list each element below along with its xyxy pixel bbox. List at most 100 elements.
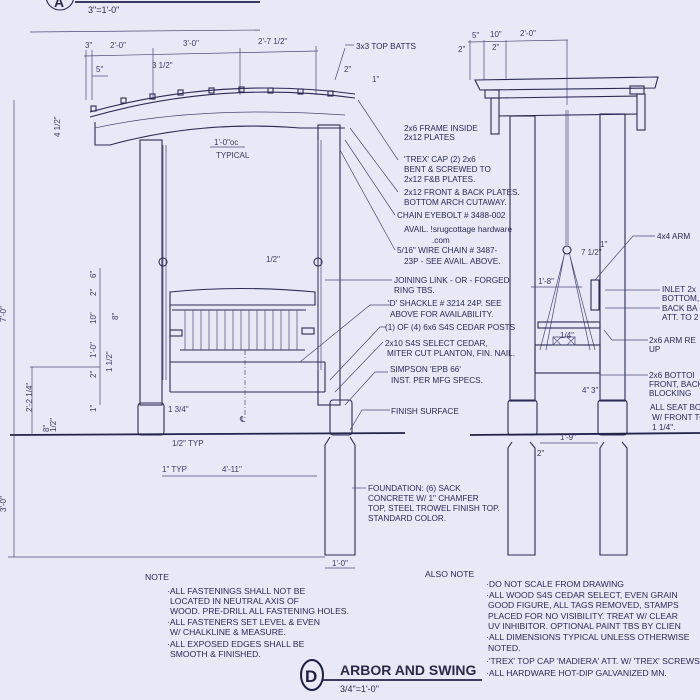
dim-label: 10" bbox=[89, 312, 98, 324]
drawing-title: ARBOR AND SWING bbox=[340, 662, 476, 678]
note-line: NOTED. bbox=[488, 643, 520, 653]
spacing-note: TYPICAL bbox=[216, 151, 250, 160]
callout-text: STANDARD COLOR. bbox=[368, 514, 446, 523]
callout-text: 3x3 TOP BATTS bbox=[356, 42, 416, 51]
dim-label: 5" bbox=[96, 65, 103, 74]
swing-front bbox=[534, 279, 601, 374]
left-post bbox=[139, 139, 163, 406]
note-line: GOOD FIGURE, ALL TAGS REMOVED, STAMPS bbox=[488, 600, 679, 610]
callout-text: BOTTOM ARCH CUTAWAY. bbox=[404, 198, 507, 207]
callout-text: INST. PER MFG SPECS. bbox=[391, 376, 483, 385]
centerline-mark: ℄ bbox=[239, 415, 246, 424]
dim-label: 1" bbox=[600, 240, 607, 249]
front-elevation: 5" 10" 2'-0" 2" 2" 1'-8" 7 1/2" 1" 1/4" … bbox=[458, 29, 700, 556]
callout-text: .com bbox=[432, 236, 450, 245]
notes: NOTE ·ALL FASTENINGS SHALL NOT BE LOCATE… bbox=[145, 572, 349, 659]
dim-label: 2" bbox=[537, 449, 544, 458]
notes-title: NOTE bbox=[145, 572, 169, 582]
dim-label: 1 3/4" bbox=[168, 405, 189, 414]
dim-label: 2" bbox=[89, 371, 98, 378]
callout-text: 2x10 S4S SELECT CEDAR, bbox=[385, 339, 488, 348]
detail-scale: 3"=1'-0" bbox=[88, 5, 119, 15]
dim-label: 1'-9" bbox=[560, 433, 576, 442]
divider bbox=[29, 29, 261, 33]
callout-text: 'D' SHACKLE # 3214 24P. SEE bbox=[388, 299, 502, 308]
swing-side: ℄ bbox=[169, 287, 326, 424]
callout-text: 4x4 ARM bbox=[657, 232, 690, 241]
callout-text: 1 1/4". bbox=[652, 423, 675, 432]
note-line: ·DO NOT SCALE FROM DRAWING bbox=[486, 579, 624, 589]
dim-label: 2" bbox=[492, 43, 499, 52]
callout-text: BLOCKING bbox=[649, 389, 691, 398]
callout-text: BACK BA bbox=[662, 304, 698, 313]
dim-label: 7'-0" bbox=[0, 306, 8, 322]
callout-text: 5/16" WIRE CHAIN # 3487- bbox=[397, 246, 498, 255]
dim-label: 3 1/2" bbox=[152, 61, 173, 70]
note-line: UV INHIBITOR. OPTIONAL PAINT TBS BY CLIE… bbox=[488, 621, 681, 631]
spacing-dim: 1'-0"oc bbox=[214, 138, 238, 147]
callout-text: FRONT, BACK bbox=[649, 380, 700, 389]
dim-label: 8" bbox=[42, 425, 51, 432]
callout-text: CONCRETE W/ 1" CHAMFER bbox=[368, 494, 479, 503]
callout-text: FINISH SURFACE bbox=[391, 407, 459, 416]
title-block: D ARBOR AND SWING 3/4"=1'-0" bbox=[300, 659, 482, 694]
dim-label: 1/2" bbox=[49, 418, 58, 432]
dim-label: 1'-8" bbox=[538, 277, 554, 286]
dim-label: 1/2" bbox=[266, 255, 280, 264]
callout-text: W/ FRONT TO bbox=[652, 413, 700, 422]
note-line: ·ALL WOOD S4S CEDAR SELECT, EVEN GRAIN bbox=[486, 590, 678, 600]
dim-label: 2'-7 1/2" bbox=[258, 37, 287, 46]
callout-text: AVAIL. !srugcottage hardware bbox=[404, 225, 512, 234]
dim-label: 10" bbox=[490, 30, 502, 39]
callout-text: 'TREX' CAP (2) 2x6 bbox=[404, 155, 476, 164]
dim-label: 2" bbox=[89, 289, 98, 296]
dim-label: 1/2" TYP bbox=[172, 439, 204, 448]
top-cap bbox=[474, 76, 659, 91]
note-line: LOCATED IN NEUTRAL AXIS OF bbox=[170, 596, 299, 606]
front-left-post bbox=[509, 115, 536, 402]
side-callouts: 3x3 TOP BATTS 2x6 FRAME INSIDE 2x12 PLAT… bbox=[299, 42, 520, 523]
detail-circle bbox=[46, 0, 74, 11]
also-notes-title: ALSO NOTE bbox=[425, 569, 474, 579]
callout-text: BENT & SCREWED TO bbox=[404, 165, 491, 174]
callout-text: ABOVE FOR AVAILABILITY. bbox=[390, 310, 493, 319]
callout-text: UP bbox=[649, 345, 661, 354]
dim-label: 5" bbox=[472, 31, 479, 40]
note-line: SMOOTH & FINISHED. bbox=[170, 649, 261, 659]
detail-a-header: A 3"=1'-0" bbox=[29, 0, 261, 33]
note-line: W/ CHALKLINE & MEASURE. bbox=[170, 627, 286, 637]
foundation bbox=[324, 436, 356, 556]
dim-label: 1'-0" bbox=[89, 342, 98, 358]
note-line: WOOD. PRE-DRILL ALL FASTENING HOLES. bbox=[170, 606, 349, 616]
dim-label: 1" TYP bbox=[162, 465, 187, 474]
detail-letter: A bbox=[54, 0, 64, 10]
dim-label: 1 1/2" bbox=[105, 351, 114, 372]
finish-surface-line bbox=[9, 432, 406, 436]
dim-label: 3" bbox=[591, 386, 598, 395]
also-notes: ALSO NOTE ·DO NOT SCALE FROM DRAWING ·AL… bbox=[425, 569, 700, 678]
dim-label: 8" bbox=[111, 313, 120, 320]
callout-text: RING TBS. bbox=[394, 286, 435, 295]
dim-label: 3" bbox=[85, 41, 92, 50]
note-line: ·ALL DIMENSIONS TYPICAL UNLESS OTHERWISE bbox=[486, 632, 690, 642]
callout-text: 2x6 ARM RE bbox=[649, 336, 696, 345]
callout-text: 23P - SEE AVAIL. ABOVE. bbox=[404, 257, 500, 266]
side-elevation: 3" 2'-0" 3'-0" 2'-7 1/2" 5" 3 1/2" 2" 1"… bbox=[0, 37, 406, 569]
dim-label: 4'-11" bbox=[222, 465, 242, 474]
note-line: PLACED FOR NO VISIBILITY. TREAT W/ CLEAR bbox=[488, 611, 678, 621]
dim-label: 3'-0" bbox=[0, 496, 8, 512]
callout-text: FOUNDATION: (6) SACK bbox=[368, 484, 461, 493]
note-line: ·ALL FASTENINGS SHALL NOT BE bbox=[167, 586, 305, 596]
dim-label: 2" bbox=[458, 45, 465, 54]
dim-label: 6" bbox=[89, 271, 98, 278]
callout-text: (1) OF (4) 6x6 S4S CEDAR POSTS bbox=[385, 323, 516, 332]
dim-label: 1" bbox=[372, 75, 379, 84]
callout-text: ATT. TO 2 bbox=[662, 313, 699, 322]
callout-text: INLET 2x bbox=[662, 285, 696, 294]
callout-text: CHAIN EYEBOLT # 3488-002 bbox=[397, 211, 506, 220]
title-letter: D bbox=[305, 667, 317, 686]
callout-text: MITER CUT PLANTON, FIN. NAIL. bbox=[387, 349, 515, 358]
dim-label: 1/4" bbox=[560, 331, 574, 340]
callout-text: 2x12 FRONT & BACK PLATES. bbox=[404, 188, 520, 197]
